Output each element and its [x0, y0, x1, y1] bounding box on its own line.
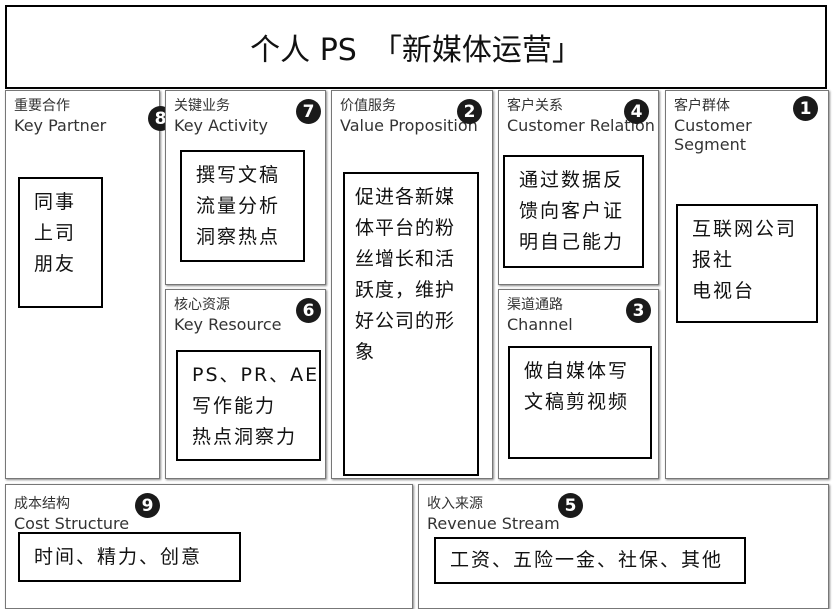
cost-structure-content-box: 时间、精力、创意: [18, 532, 241, 582]
value-proposition-content-box: 促进各新媒体平台的粉丝增长和活跃度，维护好公司的形象: [343, 172, 479, 476]
key-resource-heading: 核心资源 Key Resource: [174, 296, 281, 334]
key-resource-item: 热点洞察力: [192, 426, 298, 448]
key-resource-heading-en: Key Resource: [174, 315, 282, 334]
revenue-stream-number-badge: 5: [558, 493, 583, 518]
key-partner-heading-cn: 重要合作: [14, 98, 70, 114]
key-resource-item: 写作能力: [192, 395, 277, 417]
value-proposition-item: 跃度，维护: [355, 279, 456, 301]
key-activity-content-box: 撰写文稿流量分析洞察热点: [180, 150, 305, 262]
channel-item: 文稿剪视频: [524, 391, 630, 413]
customer-relation-heading-cn: 客户关系: [507, 98, 563, 114]
customer-segment-heading-en: Customer Segment: [674, 116, 752, 154]
canvas-title: 个人 PS 「新媒体运营」: [5, 5, 827, 89]
channel-number-badge: 3: [626, 298, 651, 323]
customer-segment-heading: 客户群体 Customer Segment: [674, 97, 828, 154]
value-proposition-number-badge: 2: [457, 99, 482, 124]
value-proposition-item: 体平台的粉: [355, 217, 456, 239]
value-proposition-heading-cn: 价值服务: [340, 98, 396, 114]
customer-relation-item: 馈向客户证: [519, 200, 625, 222]
customer-segment-content-box: 互联网公司报社电视台: [676, 204, 818, 323]
customer-segment-number-badge: 1: [793, 96, 818, 121]
channel-heading-cn: 渠道通路: [507, 297, 563, 313]
key-resource-number-badge: 6: [296, 298, 321, 323]
value-proposition-item: 促进各新媒: [355, 186, 456, 208]
key-partner-heading-en: Key Partner: [14, 116, 107, 135]
key-resource-item: PS、PR、AE: [192, 364, 320, 386]
key-partner-item: 上司: [34, 222, 77, 244]
customer-segment-item: 报社: [692, 249, 735, 271]
cost-structure-heading: 成本结构 Cost Structure: [14, 495, 129, 533]
customer-relation-item: 通过数据反: [519, 169, 625, 191]
key-activity-heading-en: Key Activity: [174, 116, 268, 135]
channel-heading: 渠道通路 Channel: [507, 296, 573, 334]
revenue-stream-heading: 收入来源 Revenue Stream: [427, 495, 560, 533]
value-proposition-item: 丝增长和活: [355, 248, 456, 270]
cost-structure-number-badge: 9: [135, 493, 160, 518]
revenue-stream-heading-cn: 收入来源: [427, 496, 483, 512]
value-proposition-item: 好公司的形: [355, 310, 456, 332]
channel-content-box: 做自媒体写文稿剪视频: [508, 346, 652, 459]
revenue-stream-content-box: 工资、五险一金、社保、其他: [434, 537, 746, 584]
customer-relation-item: 明自己能力: [519, 231, 625, 253]
cost-structure-heading-cn: 成本结构: [14, 496, 70, 512]
revenue-stream-heading-en: Revenue Stream: [427, 514, 560, 533]
key-resource-content-box: PS、PR、AE 写作能力热点洞察力: [176, 350, 321, 461]
key-activity-item: 流量分析: [196, 195, 281, 217]
cost-structure-heading-en: Cost Structure: [14, 514, 130, 533]
key-activity-heading-cn: 关键业务: [174, 98, 230, 114]
key-activity-heading: 关键业务 Key Activity: [174, 97, 268, 135]
customer-relation-content-box: 通过数据反馈向客户证明自己能力: [503, 155, 644, 268]
key-activity-item: 撰写文稿: [196, 164, 281, 186]
channel-item: 做自媒体写: [524, 360, 630, 382]
value-proposition-item: 象: [355, 341, 376, 363]
channel-heading-en: Channel: [507, 315, 573, 334]
value-proposition-heading: 价值服务 Value Proposition: [340, 97, 478, 135]
cost-structure-item: 时间、精力、创意: [34, 545, 203, 568]
customer-segment-item: 电视台: [692, 280, 756, 302]
customer-relation-heading-en: Customer Relation: [507, 116, 655, 135]
key-resource-heading-cn: 核心资源: [174, 297, 230, 313]
key-partner-item: 朋友: [34, 253, 77, 275]
key-activity-number-badge: 7: [296, 99, 321, 124]
customer-relation-number-badge: 4: [624, 99, 649, 124]
key-partner-heading: 重要合作 Key Partner: [14, 97, 106, 135]
key-partner-content-box: 同事上司朋友: [18, 177, 103, 308]
customer-segment-item: 互联网公司: [692, 218, 798, 240]
key-partner-item: 同事: [34, 191, 77, 213]
revenue-stream-item: 工资、五险一金、社保、其他: [450, 549, 724, 571]
customer-relation-heading: 客户关系 Customer Relation: [507, 97, 655, 135]
customer-segment-heading-cn: 客户群体: [674, 98, 730, 114]
key-activity-item: 洞察热点: [196, 226, 281, 248]
value-proposition-heading-en: Value Proposition: [340, 116, 478, 135]
